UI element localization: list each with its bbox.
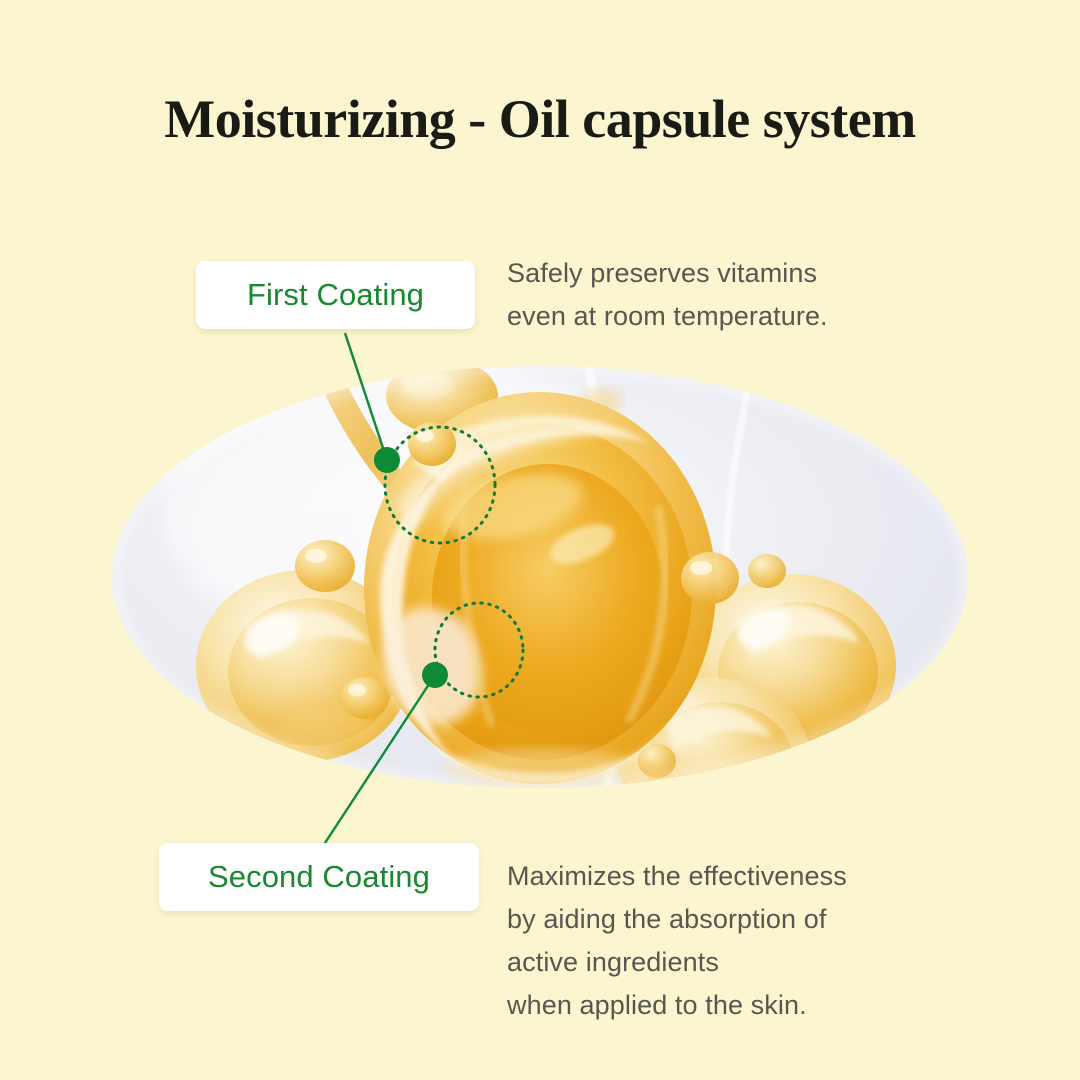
description-line: even at room temperature. [507, 301, 828, 331]
oil-capsule-ellipse-svg [112, 366, 968, 788]
description-line: active ingredients [507, 947, 719, 977]
callout-first-coating[interactable]: First Coating [196, 261, 475, 329]
callout-second-coating-label: Second Coating [207, 859, 430, 894]
description-second-coating: Maximizes the effectiveness by aiding th… [507, 855, 847, 1027]
callout-second-coating[interactable]: Second Coating [159, 843, 479, 911]
page-title: Moisturizing - Oil capsule system [164, 89, 916, 149]
description-line: Maximizes the effectiveness [507, 861, 847, 891]
description-first-coating: Safely preserves vitamins even at room t… [507, 252, 828, 338]
callout-first-coating-label: First Coating [246, 277, 425, 312]
oil-capsule-artwork [112, 366, 968, 788]
description-line: Safely preserves vitamins [507, 258, 818, 288]
description-line: when applied to the skin. [507, 990, 807, 1020]
description-line: by aiding the absorption of [507, 904, 827, 934]
